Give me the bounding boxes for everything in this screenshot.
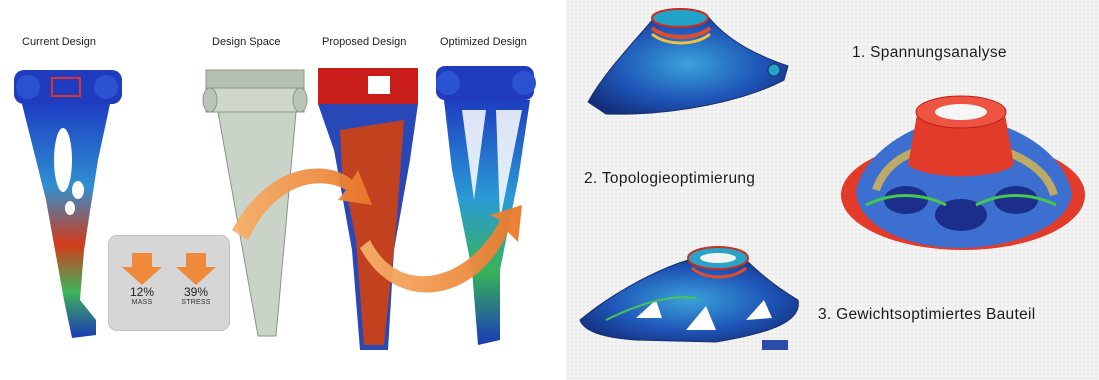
label-current-design: Current Design	[22, 36, 96, 48]
stress-analysis-part	[588, 9, 788, 114]
down-arrow-icon	[119, 253, 165, 285]
label-optimized-design: Optimized Design	[440, 36, 527, 48]
step-3-label: 3. Gewichtsoptimiertes Bauteil	[818, 306, 1035, 324]
optimization-steps-panel: 1. Spannungsanalyse 2. Topologieoptimier…	[566, 0, 1099, 380]
topology-optimization-part	[841, 96, 1085, 250]
stress-caption: STRESS	[173, 299, 219, 306]
mass-stat: 12% MASS	[119, 253, 165, 306]
step-2-label: 2. Topologieoptimierung	[584, 170, 755, 188]
mass-percent: 12%	[119, 285, 165, 299]
proposed-design-part	[318, 68, 418, 350]
reduction-stats-box: 12% MASS 39% STRESS	[108, 235, 230, 331]
label-design-space: Design Space	[212, 36, 281, 48]
design-stages-illustration	[0, 0, 560, 380]
engineering-design-panel: Current Design Design Space Proposed Des…	[0, 0, 560, 380]
label-proposed-design: Proposed Design	[322, 36, 406, 48]
down-arrow-icon	[173, 253, 219, 285]
weight-optimized-part	[580, 247, 798, 350]
stress-percent: 39%	[173, 285, 219, 299]
current-design-part	[14, 70, 122, 338]
mass-caption: MASS	[119, 299, 165, 306]
stress-stat: 39% STRESS	[173, 253, 219, 306]
step-1-label: 1. Spannungsanalyse	[852, 44, 1007, 62]
